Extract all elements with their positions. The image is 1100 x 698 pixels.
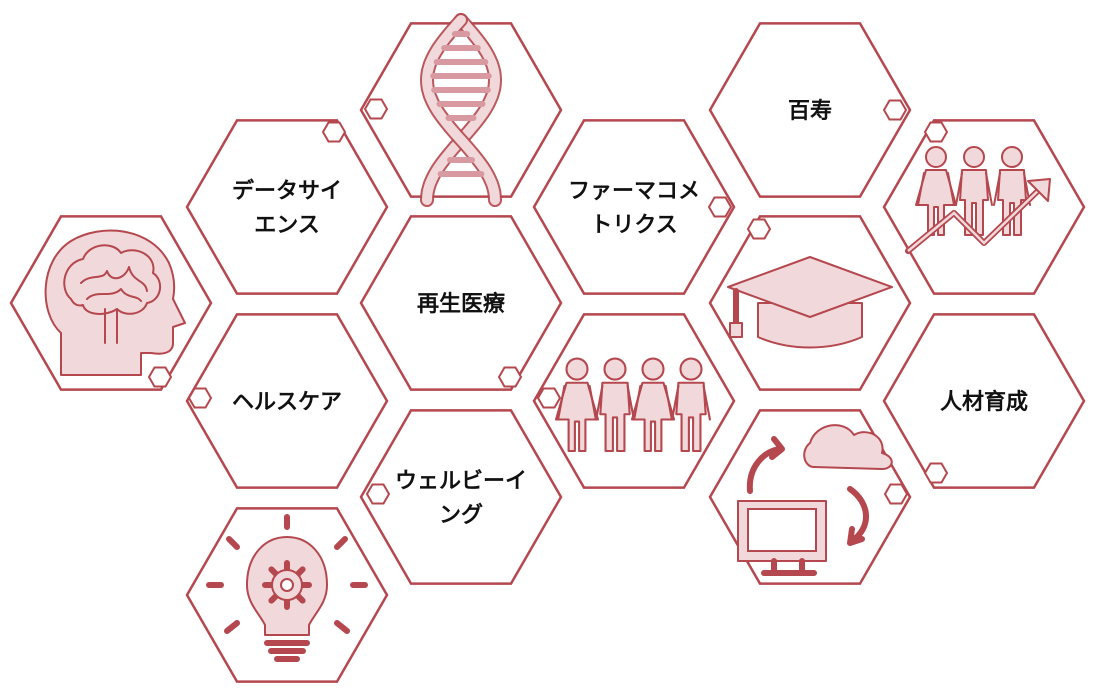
hex-outline: [185, 119, 389, 295]
mini-hexagon-1: [321, 121, 347, 143]
hex-tile-graduation-cap: [708, 215, 912, 391]
cloud-computer-icon: [737, 424, 893, 576]
dna-icon: [419, 13, 503, 207]
hex-outline: [185, 313, 389, 489]
brain-head-icon: [44, 229, 186, 376]
mini-hexagon-2: [147, 366, 173, 388]
hex-label-healthcare-1: ヘルスケア: [232, 390, 342, 415]
growth-people-icon: [905, 146, 1051, 254]
mini-hexes-layer: [147, 98, 949, 505]
hex-outline: [359, 22, 563, 198]
hex-tile-cloud-computer: [708, 409, 912, 585]
mini-hexagon-7: [536, 387, 562, 409]
hex-tile-people-group: [532, 313, 736, 489]
mini-hexagon-12: [923, 462, 949, 484]
hex-outline: [708, 22, 912, 198]
hex-outline: [532, 119, 736, 295]
mini-hexagon-3: [187, 387, 213, 409]
mini-hexagon-8: [707, 196, 733, 218]
mini-hexagon-5: [497, 366, 523, 388]
hex-label-human-resource-development-1: 人材育成: [940, 389, 1028, 415]
hex-tile-growth-people: [882, 119, 1086, 295]
hex-tile-healthcare: ヘルスケア: [185, 313, 389, 489]
hex-label-regenerative-medicine-1: 再生医療: [417, 291, 505, 317]
mini-hexagon-9: [746, 218, 772, 240]
hex-label-wellbeing-1: ウェルビーイ: [395, 469, 527, 494]
hex-tile-brain-head: [9, 215, 213, 391]
hex-outline: [882, 313, 1086, 489]
hex-label-wellbeing-2: ング: [439, 502, 483, 528]
lightbulb-gear-icon: [206, 514, 368, 662]
mini-hexagon-10: [882, 99, 908, 121]
hex-tile-dna: [359, 13, 563, 207]
hex-tile-longevity: 百寿: [708, 22, 912, 198]
hex-label-longevity-1: 百寿: [788, 98, 832, 124]
people-group-icon: [554, 357, 711, 453]
mini-hexagon-11: [923, 121, 949, 143]
hex-label-data-science-2: エンス: [254, 213, 320, 238]
mini-hexagon-4: [363, 98, 389, 120]
graduation-cap-icon: [727, 256, 893, 349]
hex-tile-regenerative-medicine: 再生医療: [359, 215, 563, 391]
mini-hexagon-13: [883, 483, 909, 505]
hex-outline: [359, 215, 563, 391]
mini-hexagon-6: [365, 483, 391, 505]
hex-tile-human-resource-development: 人材育成: [882, 313, 1086, 489]
hex-tile-lightbulb-gear: [185, 507, 389, 683]
hex-label-pharmacometrics-1: ファーマコメ: [568, 179, 700, 204]
hex-label-pharmacometrics-2: トリクス: [590, 213, 677, 238]
hex-outline: [359, 409, 563, 585]
hex-label-data-science-1: データサイ: [232, 178, 342, 204]
